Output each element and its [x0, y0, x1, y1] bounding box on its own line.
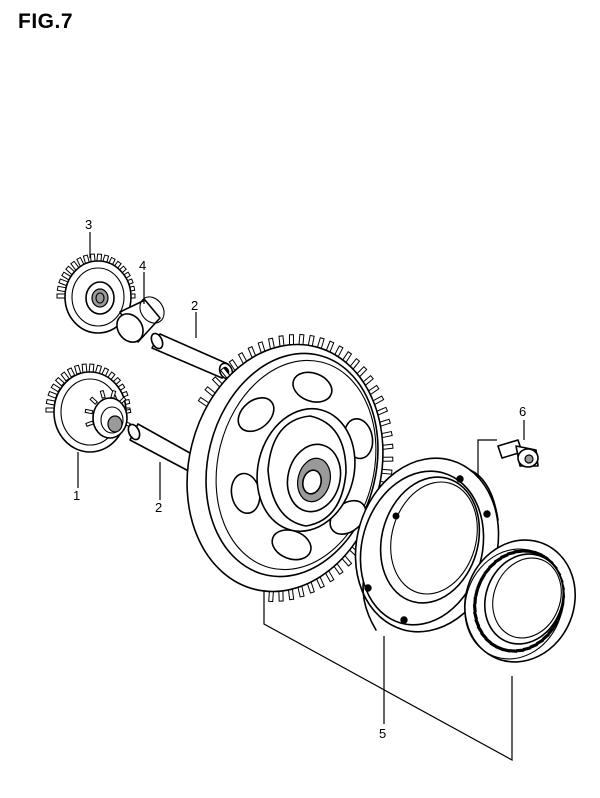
sprag-roller	[500, 553, 509, 560]
gear-tooth	[278, 335, 285, 347]
sprag-roller	[489, 641, 499, 649]
callout-5: 5	[379, 726, 386, 741]
part-1-reduction-gear	[45, 363, 132, 453]
part-3-idler-gear	[56, 253, 136, 334]
sprag-roller	[495, 645, 505, 652]
sprag-roller	[506, 550, 516, 556]
sprag-roller	[541, 632, 550, 641]
gear-tooth	[380, 430, 393, 439]
gear-tooth	[89, 396, 98, 405]
gear-tooth	[88, 363, 95, 373]
gear-tooth	[382, 443, 394, 450]
part-4-bushing	[116, 296, 165, 343]
sprag-roller	[476, 625, 484, 635]
sprag-roller	[472, 603, 477, 613]
gear-tooth	[84, 408, 94, 415]
gear-tooth	[56, 285, 67, 293]
sprag-roller	[474, 588, 480, 597]
callout-labels: 3 4 2 1 2 6 5	[73, 217, 526, 741]
gear-tooth	[56, 293, 66, 299]
sprag-roller	[474, 618, 481, 628]
gear-tooth	[287, 588, 295, 601]
sprag-roller	[493, 556, 503, 564]
sprag-roller	[535, 638, 545, 646]
sprag-roller	[473, 596, 478, 605]
gear-tooth	[54, 376, 65, 387]
gear-lightening-hole	[237, 397, 275, 433]
gear-tooth	[298, 333, 305, 346]
gear-tooth	[81, 363, 88, 373]
sprag-roller	[502, 647, 511, 653]
sprag-roller	[484, 637, 493, 645]
callout-2-lower: 2	[155, 500, 162, 515]
callout-1: 1	[73, 488, 80, 503]
sprag-roller	[472, 611, 479, 621]
gear-tooth	[307, 334, 315, 347]
gear-tooth	[73, 364, 82, 375]
sprag-roller	[547, 626, 555, 636]
gear-tooth	[99, 389, 106, 399]
callout-3: 3	[85, 217, 92, 232]
figure-title: FIG.7	[18, 10, 74, 33]
gear-tooth	[45, 407, 55, 413]
gear-tooth	[288, 334, 294, 346]
part-2-shaft-upper	[150, 332, 234, 380]
sprag-roller	[483, 566, 491, 576]
callout-2-upper: 2	[191, 298, 198, 313]
sprag-roller	[513, 549, 523, 554]
gear-tooth	[267, 337, 275, 350]
leader-lines	[77, 232, 525, 762]
callout-4: 4	[139, 258, 146, 273]
sprag-roller	[551, 620, 559, 629]
gear-tooth	[45, 398, 56, 406]
sprag-roller	[529, 642, 538, 649]
sprag-roller	[479, 573, 487, 582]
one-way-clutch-sprag	[464, 539, 576, 663]
gear-tooth	[278, 590, 284, 602]
gear-lightening-hole	[292, 371, 333, 403]
gear-tooth	[381, 468, 393, 475]
sprag-roller	[515, 648, 525, 653]
sprag-roller	[476, 580, 483, 590]
sprag-roller	[509, 649, 518, 653]
sprag-roller	[520, 549, 529, 553]
gear-tooth	[268, 590, 274, 603]
starter-driven-gear	[186, 333, 394, 603]
gear-tooth	[382, 456, 394, 462]
sprag-roller	[527, 549, 536, 555]
sprag-roller	[555, 612, 562, 622]
sprag-roller	[480, 631, 488, 640]
sprag-roller	[488, 561, 497, 570]
callout-6: 6	[519, 404, 526, 419]
clutch-outer-housing	[354, 457, 500, 633]
sprag-roller	[522, 646, 532, 652]
part-6-bolt	[497, 439, 539, 468]
